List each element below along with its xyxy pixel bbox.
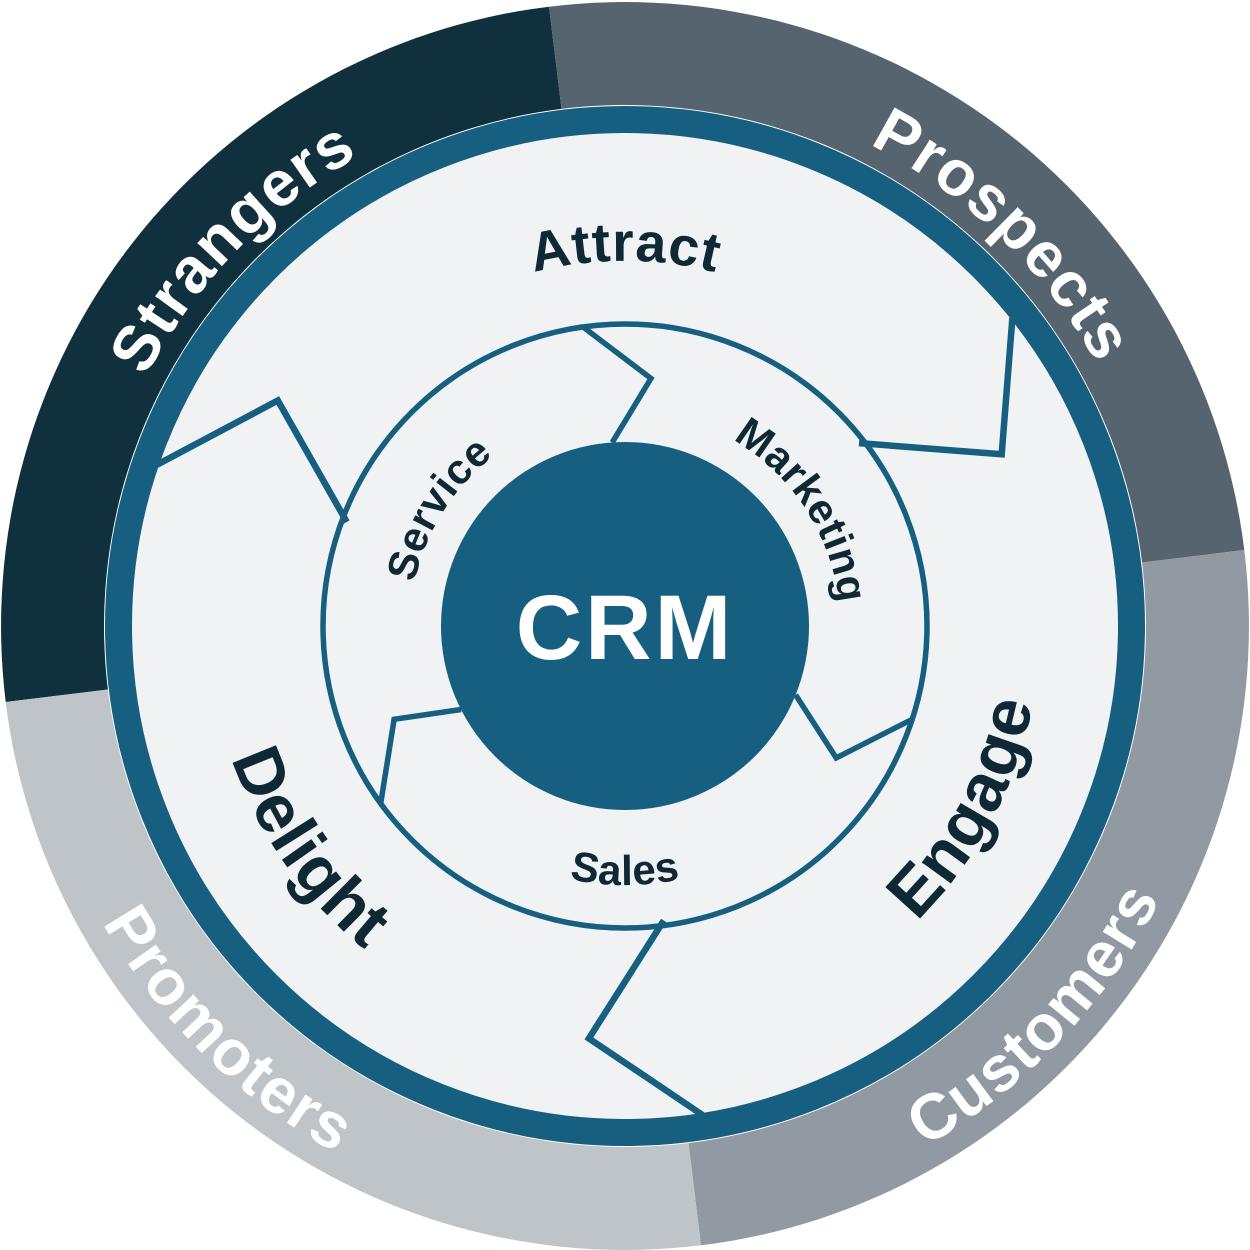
function-divider-service-marketing bbox=[581, 324, 655, 444]
segment-promoters bbox=[5, 689, 701, 1250]
stage-label-attract: Attract bbox=[524, 211, 727, 284]
function-divider-marketing-sales bbox=[793, 693, 914, 762]
segment-customers bbox=[688, 550, 1249, 1246]
function-dividers bbox=[377, 324, 914, 804]
stage-dividers bbox=[155, 317, 1016, 1118]
stage-divider-engage-delight bbox=[584, 918, 705, 1118]
segment-strangers bbox=[1, 6, 562, 702]
inner-ring-circle bbox=[320, 321, 930, 931]
flywheel-ring bbox=[105, 106, 1145, 1146]
segment-prospects bbox=[549, 2, 1245, 563]
function-label-sales: Sales bbox=[568, 842, 682, 894]
crm-label: CRM bbox=[516, 577, 735, 679]
function-divider-sales-service bbox=[377, 706, 462, 804]
stage-divider-delight-attract bbox=[155, 396, 350, 524]
stage-divider-attract-engage bbox=[858, 317, 1016, 458]
crm-disc bbox=[441, 442, 809, 810]
